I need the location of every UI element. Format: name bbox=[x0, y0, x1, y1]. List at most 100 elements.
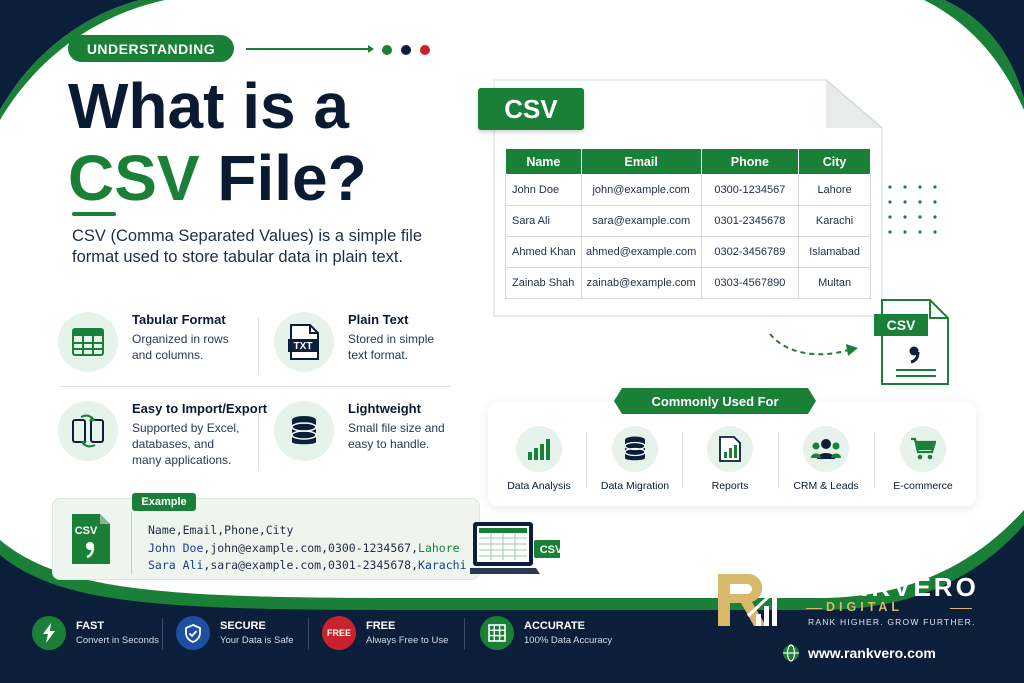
bottom-feature-sub: 100% Data Accuracy bbox=[524, 635, 613, 646]
code-city: Lahore bbox=[418, 541, 460, 555]
column-header: City bbox=[798, 148, 871, 175]
bottom-divider bbox=[464, 618, 465, 650]
brand-divider bbox=[806, 608, 822, 609]
website-link[interactable]: www.rankvero.com bbox=[782, 644, 936, 662]
txt-icon-label: TXT bbox=[294, 341, 313, 352]
use-item-divider bbox=[586, 432, 587, 488]
column-header: Email bbox=[580, 148, 702, 175]
pill-arrow-line bbox=[246, 45, 374, 53]
table-cell: 0303-4567890 bbox=[700, 267, 800, 299]
import-export-icon bbox=[58, 401, 118, 461]
example-box bbox=[52, 498, 480, 580]
table-row: Zainab Shah zainab@example.com 0303-4567… bbox=[505, 267, 871, 299]
title-file-word: File? bbox=[199, 142, 367, 214]
example-line-1: Name,Email,Phone,City bbox=[148, 523, 293, 537]
bottom-feature-secure: SECURE Your Data is Safe bbox=[176, 616, 294, 650]
column-header: Phone bbox=[700, 148, 800, 175]
code-name: John Doe bbox=[148, 541, 204, 555]
code-text: ,sara@example.com,0301-2345678, bbox=[203, 558, 419, 572]
table-cell: Ahmed Khan bbox=[505, 236, 582, 268]
bottom-feature-accurate: ACCURATE 100% Data Accuracy bbox=[480, 616, 612, 650]
use-item-label: Data Analysis bbox=[507, 480, 571, 492]
table-cell: 0301-2345678 bbox=[700, 205, 800, 237]
csv-file-icon: CSV bbox=[874, 299, 949, 385]
corner-decoration-top-right bbox=[924, 0, 1024, 110]
bottom-feature-title: FAST bbox=[76, 620, 105, 632]
table-cell: John Doe bbox=[505, 174, 582, 206]
feature-title: Lightweight bbox=[348, 401, 421, 416]
use-item-divider bbox=[778, 432, 779, 488]
table-cell: john@example.com bbox=[580, 174, 702, 206]
bottom-feature-free: FREE FREE Always Free to Use bbox=[322, 616, 448, 650]
table-cell: Lahore bbox=[798, 174, 871, 206]
bottom-feature-fast: FAST Convert in Seconds bbox=[32, 616, 159, 650]
page-title-line2: CSV File? bbox=[68, 142, 367, 214]
dashed-arrow-icon bbox=[769, 333, 858, 356]
brand-tagline: RANK HIGHER. GROW FURTHER. bbox=[808, 617, 976, 627]
bottom-divider bbox=[162, 618, 163, 650]
csv-label-tab: CSV bbox=[478, 88, 584, 130]
feature-title: Plain Text bbox=[348, 312, 409, 327]
free-badge-text: FREE bbox=[326, 628, 351, 638]
use-item-data-migration: Data Migration bbox=[589, 426, 681, 492]
feature-tabular-format: Tabular Format Organized in rows and col… bbox=[58, 312, 242, 372]
example-tag: Example bbox=[132, 493, 196, 511]
table-row: Sara Ali sara@example.com 0301-2345678 K… bbox=[505, 205, 871, 237]
feature-desc: Supported by Excel, databases, and many … bbox=[132, 421, 240, 467]
rankvero-logo bbox=[718, 574, 784, 626]
lightning-icon bbox=[32, 616, 66, 650]
bottom-feature-title: SECURE bbox=[220, 620, 266, 632]
use-item-label: Reports bbox=[711, 480, 749, 492]
bottom-feature-sub: Your Data is Safe bbox=[220, 635, 294, 646]
description: CSV (Comma Separated Values) is a simple… bbox=[72, 227, 422, 266]
table-header-row: Name Email Phone City bbox=[505, 148, 871, 175]
bottom-feature-title: ACCURATE bbox=[524, 620, 585, 632]
table-cell: Zainab Shah bbox=[505, 267, 582, 299]
bottom-feature-title: FREE bbox=[366, 620, 396, 632]
brand-name: RANKVERO bbox=[806, 572, 979, 602]
users-icon bbox=[803, 426, 849, 472]
bottom-feature-sub: Convert in Seconds bbox=[76, 635, 159, 646]
brand-divider bbox=[950, 608, 972, 609]
dot-navy bbox=[401, 45, 411, 55]
table-cell: Karachi bbox=[798, 205, 871, 237]
understanding-pill: UNDERSTANDING bbox=[68, 35, 234, 62]
database-icon bbox=[612, 426, 658, 472]
feature-desc: Organized in rows and columns. bbox=[132, 332, 229, 362]
csv-icon-label: CSV bbox=[75, 525, 98, 537]
csv-file-badge: CSV bbox=[887, 317, 916, 333]
table-icon bbox=[58, 312, 118, 372]
globe-icon bbox=[783, 644, 799, 662]
dots-decoration bbox=[888, 185, 937, 234]
table-cell: Multan bbox=[798, 267, 871, 299]
cart-icon bbox=[900, 426, 946, 472]
bar-chart-icon bbox=[516, 426, 562, 472]
use-item-divider bbox=[682, 432, 683, 488]
shield-icon bbox=[176, 616, 210, 650]
feature-lightweight: Lightweight Small file size and easy to … bbox=[274, 401, 448, 461]
title-underline bbox=[72, 212, 116, 216]
brand-sub: DIGITAL bbox=[826, 600, 904, 614]
use-item-label: CRM & Leads bbox=[793, 480, 859, 492]
code-text: ,john@example.com,0300-1234567, bbox=[203, 541, 419, 555]
laptop-icon: CSV bbox=[470, 522, 560, 574]
use-item-label: E-commerce bbox=[893, 480, 953, 492]
use-item-label: Data Migration bbox=[600, 480, 670, 492]
table-cell: 0302-3456789 bbox=[700, 236, 800, 268]
txt-file-icon: TXT bbox=[274, 312, 334, 372]
feature-divider bbox=[60, 386, 450, 387]
example-divider bbox=[131, 512, 132, 574]
bottom-feature-sub: Always Free to Use bbox=[366, 635, 449, 646]
use-item-crm-leads: CRM & Leads bbox=[780, 426, 872, 492]
website-text: www.rankvero.com bbox=[808, 645, 936, 661]
corner-decoration-top-left bbox=[0, 0, 165, 120]
csv-table: Name Email Phone City John Doe john@exam… bbox=[505, 148, 871, 299]
table-row: John Doe john@example.com 0300-1234567 L… bbox=[505, 174, 871, 206]
dot-red bbox=[420, 45, 430, 55]
feature-import-export: Easy to Import/Export Supported by Excel… bbox=[58, 401, 267, 468]
feature-title: Easy to Import/Export bbox=[132, 401, 268, 416]
laptop-csv-badge: CSV bbox=[540, 544, 560, 556]
free-badge-icon: FREE bbox=[322, 616, 356, 650]
report-icon bbox=[707, 426, 753, 472]
use-item-ecommerce: E-commerce bbox=[877, 426, 969, 492]
